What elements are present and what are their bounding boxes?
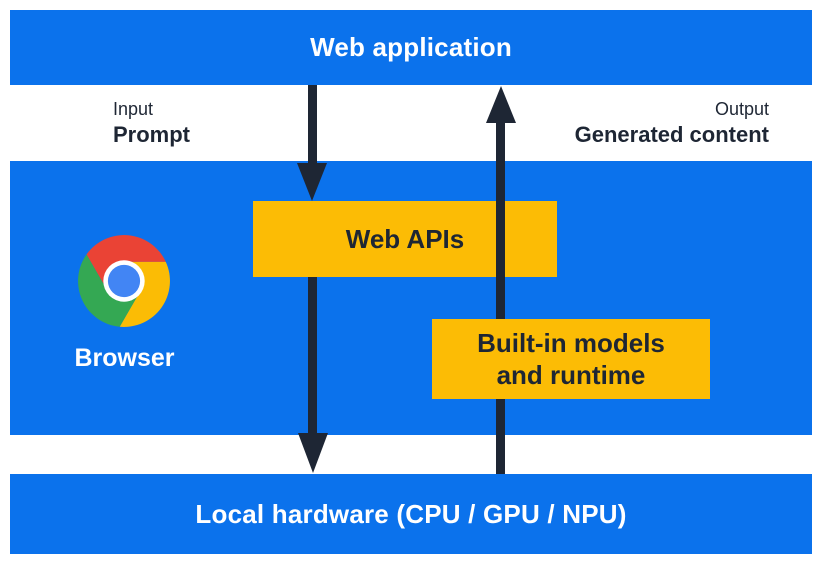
builtin-models-box: Built-in models and runtime	[432, 319, 710, 399]
web-apis-label: Web APIs	[345, 224, 465, 254]
arrow-down-icon	[298, 433, 328, 473]
input-arrow-upper-shaft	[308, 85, 317, 165]
output-label: Output	[714, 99, 769, 119]
builtin-models-line2: and runtime	[496, 360, 646, 390]
browser-label: Browser	[74, 344, 175, 372]
output-arrow-shaft	[496, 120, 505, 474]
output-sublabel-generated-content: Generated content	[574, 122, 769, 147]
input-label-group: Input Prompt	[113, 99, 190, 148]
arrow-up-icon	[486, 86, 516, 123]
input-arrow-lower-shaft	[308, 277, 317, 435]
chrome-browser-icon	[78, 235, 170, 327]
arrow-down-icon	[297, 163, 327, 201]
builtin-models-label: Built-in models and runtime	[477, 327, 665, 391]
web-application-bar: Web application	[10, 10, 812, 85]
input-sublabel-prompt: Prompt	[113, 122, 190, 147]
builtin-models-line1: Built-in models	[477, 328, 665, 358]
web-application-title: Web application	[310, 32, 512, 62]
local-hardware-title: Local hardware (CPU / GPU / NPU)	[195, 498, 627, 529]
local-hardware-bar: Local hardware (CPU / GPU / NPU)	[10, 474, 812, 554]
web-apis-box: Web APIs	[253, 201, 557, 277]
input-label: Input	[113, 99, 154, 119]
output-label-group: Output Generated content	[575, 99, 769, 148]
